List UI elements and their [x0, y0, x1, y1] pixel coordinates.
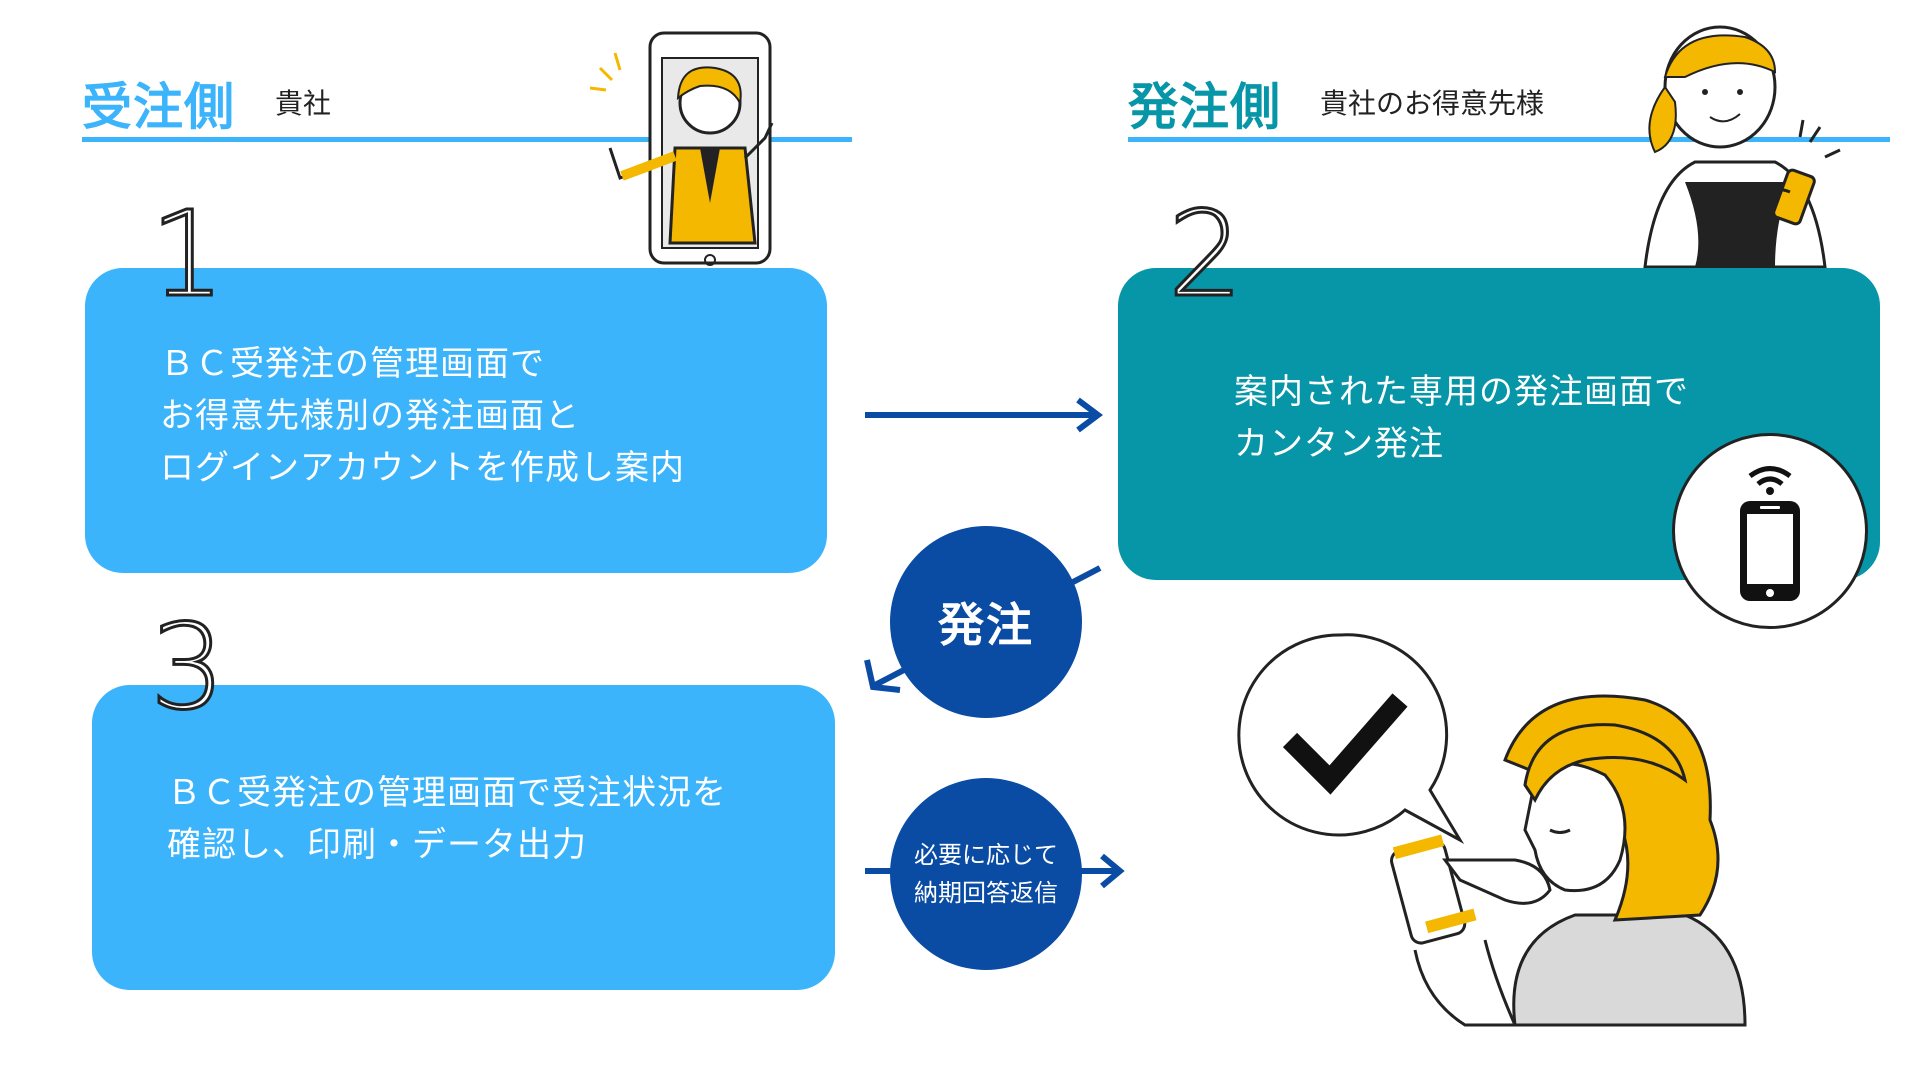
left-header: 受注側 貴社 [82, 62, 852, 147]
left-header-title: 受注側 [82, 78, 235, 136]
step1-text: ＢＣ受発注の管理画面で お得意先様別の発注画面と ログインアカウントを作成し案内 [160, 344, 685, 488]
step1-card: ＢＣ受発注の管理画面で お得意先様別の発注画面と ログインアカウントを作成し案内 [85, 268, 827, 573]
right-header-subtitle: 貴社のお得意先様 [1320, 87, 1545, 120]
step3-card: ＢＣ受発注の管理画面で受注状況を 確認し、印刷・データ出力 [92, 685, 835, 990]
step3-text: ＢＣ受発注の管理画面で受注状況を 確認し、印刷・データ出力 [167, 773, 727, 865]
right-header-rule [1128, 137, 1890, 142]
order-badge-label: 発注 [938, 598, 1034, 652]
smartphone-wifi-icon [1740, 466, 1800, 601]
checkmark-bubble-icon [1237, 633, 1465, 844]
woman-tapping-phone-illustration [1390, 694, 1747, 1027]
smartphone-wifi-badge [1672, 433, 1868, 629]
reply-badge-label: 必要に応じて 納期回答返信 [914, 841, 1058, 907]
right-header-title: 発注側 [1128, 78, 1281, 136]
reply-badge: 必要に応じて 納期回答返信 [890, 778, 1082, 970]
left-header-subtitle: 貴社 [275, 87, 332, 120]
step2-number: 2 [1166, 185, 1244, 323]
arrow-step1-to-step2 [865, 397, 1103, 433]
step1-number: 1 [148, 185, 226, 323]
order-badge: 発注 [890, 526, 1082, 718]
step3-number: 3 [148, 598, 226, 736]
right-header: 発注側 貴社のお得意先様 [1128, 62, 1890, 147]
woman-smartphone-illustration [1643, 25, 1841, 269]
left-header-rule [82, 137, 852, 142]
businesswoman-phone-illustration [589, 31, 774, 266]
step2-text: 案内された専用の発注画面で カンタン発注 [1234, 372, 1689, 464]
